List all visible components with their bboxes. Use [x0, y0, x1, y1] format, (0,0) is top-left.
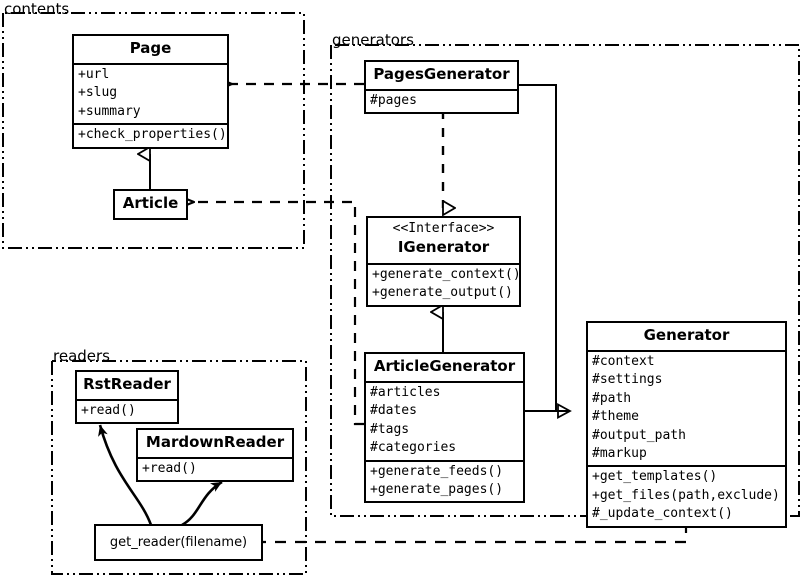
class-name-generator: Generator — [643, 326, 730, 344]
function-box-get-reader[interactable]: get_reader(filename) — [94, 524, 263, 561]
operation: +get_files(path,exclude) — [592, 487, 780, 503]
class-box-rstreader[interactable]: RstReader +read() — [75, 370, 179, 425]
class-box-articlegenerator[interactable]: ArticleGenerator #articles #dates #tags … — [364, 352, 525, 504]
class-operations-igenerator: +generate_context() +generate_output() — [368, 263, 521, 305]
attribute: #context — [592, 353, 655, 369]
package-label-generators: generators — [332, 31, 414, 49]
class-name-page: Page — [129, 39, 172, 57]
attribute: #categories — [370, 440, 457, 456]
attribute: #dates — [370, 403, 417, 419]
operation: +read() — [81, 402, 136, 418]
operation: +generate_pages() — [370, 482, 504, 498]
rel-get-reader-creates-mardownreader — [181, 480, 223, 527]
operation: +get_templates() — [592, 469, 718, 485]
class-operations-articlegenerator: +generate_feeds() +generate_pages() — [366, 459, 523, 502]
class-attributes-generator: #context #settings #path #theme #output_… — [588, 349, 785, 466]
attribute: +slug — [78, 85, 118, 101]
operation: +generate_output() — [372, 285, 513, 301]
attribute: #markup — [592, 446, 647, 462]
class-operations-generator: +get_templates() +get_files(path,exclude… — [588, 465, 785, 525]
package-label-contents: contents — [4, 0, 70, 18]
class-name-pagesgenerator: PagesGenerator — [373, 65, 510, 83]
attribute: #pages — [370, 92, 417, 108]
class-attributes-pagesgenerator: #pages — [366, 88, 517, 112]
function-label-get-reader: get_reader(filename) — [109, 535, 248, 550]
class-name-rstreader: RstReader — [83, 375, 171, 393]
rel-articlegenerator-uses-article — [194, 202, 364, 426]
class-name-igenerator: IGenerator — [397, 238, 490, 257]
class-box-mardownreader[interactable]: MardownReader +read() — [136, 428, 294, 483]
attribute: #output_path — [592, 427, 686, 443]
package-label-readers: readers — [53, 347, 110, 365]
class-box-page[interactable]: Page +url +slug +summary +check_properti… — [72, 34, 229, 149]
class-stereotype-igenerator: <<Interface>> — [392, 221, 495, 236]
operation: +read() — [142, 460, 197, 476]
operation: +generate_feeds() — [370, 463, 504, 479]
class-box-igenerator[interactable]: <<Interface>> IGenerator +generate_conte… — [366, 216, 521, 307]
class-box-pagesgenerator[interactable]: PagesGenerator #pages — [364, 60, 519, 115]
attribute: +url — [78, 66, 110, 82]
class-name-articlegenerator: ArticleGenerator — [373, 357, 516, 375]
attribute: #theme — [592, 409, 639, 425]
class-name-mardownreader: MardownReader — [145, 433, 285, 451]
operation: #_update_context() — [592, 506, 733, 522]
class-operations-rstreader: +read() — [77, 398, 177, 422]
operation: +check_properties() — [78, 127, 227, 143]
class-operations-page: +check_properties() — [74, 123, 227, 146]
class-attributes-articlegenerator: #articles #dates #tags #categories — [366, 380, 523, 460]
attribute: #path — [592, 390, 632, 406]
attribute: #settings — [592, 372, 663, 388]
rel-pagesgenerator-inherits-generator — [519, 84, 570, 411]
class-attributes-page: +url +slug +summary — [74, 62, 227, 123]
class-operations-mardownreader: +read() — [138, 456, 292, 480]
operation: +generate_context() — [372, 267, 521, 282]
class-box-article[interactable]: Article — [113, 189, 188, 220]
class-box-generator[interactable]: Generator #context #settings #path #them… — [586, 321, 787, 528]
attribute: #articles — [370, 384, 441, 400]
class-header-igenerator: <<Interface>> IGenerator — [368, 218, 519, 263]
class-name-article: Article — [122, 194, 179, 212]
attribute: +summary — [78, 103, 141, 119]
attribute: #tags — [370, 421, 410, 437]
